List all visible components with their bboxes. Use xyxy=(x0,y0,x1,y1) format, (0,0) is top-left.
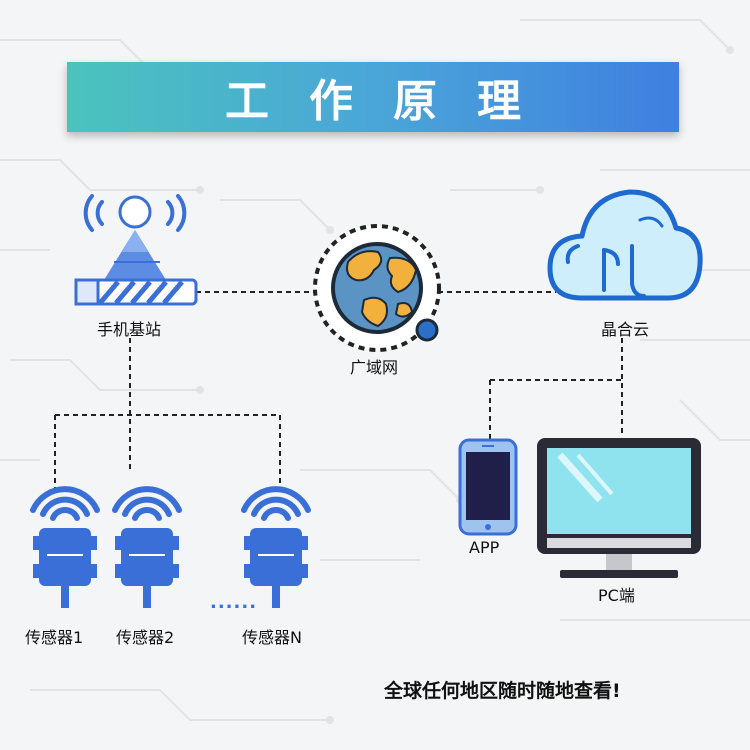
sensor-1-icon xyxy=(30,486,100,608)
pc-label: PC端 xyxy=(598,586,635,605)
sensor-1-label: 传感器1 xyxy=(25,628,84,647)
sensor-2-icon xyxy=(112,486,182,608)
title-banner: 工作原理 xyxy=(67,62,679,132)
pc-monitor-icon xyxy=(537,438,701,578)
sensor-n-icon xyxy=(241,486,311,608)
page-title: 工作原理 xyxy=(225,76,561,127)
sensor-ellipsis: ...... xyxy=(210,592,257,613)
base-station-icon xyxy=(74,194,198,306)
connector-lines xyxy=(54,291,623,492)
sensor-2-label: 传感器2 xyxy=(116,628,175,647)
sensor-n-label: 传感器N xyxy=(242,628,302,647)
app-label: APP xyxy=(469,538,500,557)
wan-label: 广域网 xyxy=(350,358,399,377)
cloud-label: 晶合云 xyxy=(601,320,650,339)
phone-icon xyxy=(458,438,518,536)
slogan-text: 全球任何地区随时随地查看! xyxy=(384,680,621,702)
cloud-icon xyxy=(547,189,703,301)
base-station-label: 手机基站 xyxy=(97,320,162,339)
globe-icon xyxy=(313,224,441,352)
